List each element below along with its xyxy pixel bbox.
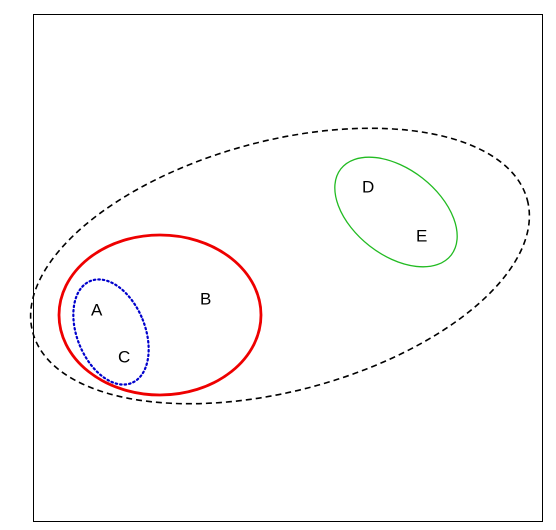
outer-dashed-ellipse (29, 127, 531, 405)
group-ellipses (29, 127, 531, 405)
node-label-b: B (200, 289, 211, 308)
red-ellipse (57, 233, 263, 397)
green-ellipse (334, 156, 458, 268)
node-labels: A B C D E (91, 177, 427, 366)
node-label-e: E (416, 226, 427, 245)
plot-frame (33, 14, 543, 522)
node-label-c: C (118, 347, 130, 366)
blue-dotted-ellipse (72, 278, 150, 386)
node-label-a: A (91, 300, 103, 319)
node-label-d: D (362, 177, 374, 196)
